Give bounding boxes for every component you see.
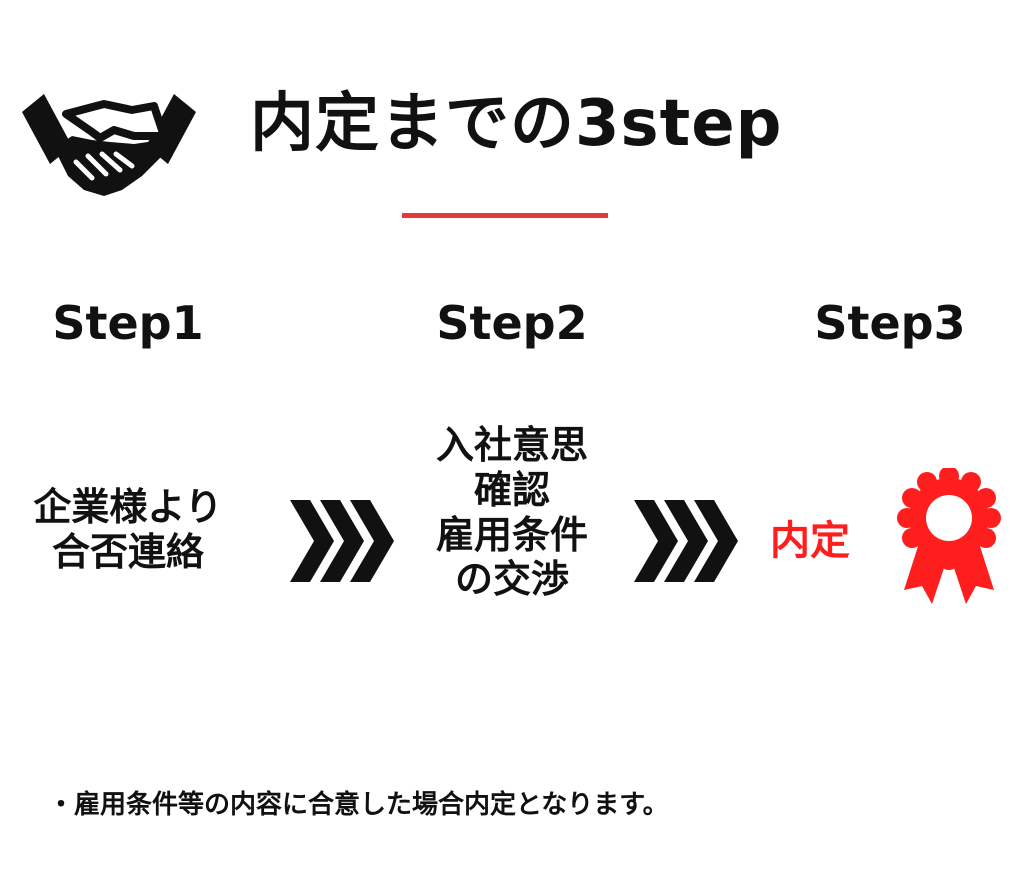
triple-chevron-right-icon: [634, 500, 738, 582]
footnote: ・雇用条件等の内容に合意した場合内定となります。: [48, 790, 669, 820]
step2-description: 入社意思 確認 雇用条件 の交渉: [382, 423, 642, 602]
step3-label: Step3: [814, 296, 966, 350]
step1-line-1: 企業様より: [33, 485, 223, 529]
step2-line-1: 入社意思: [435, 423, 588, 467]
handshake-icon: [22, 94, 196, 196]
step2-label: Step2: [436, 296, 588, 350]
step2-line-2: 確認: [473, 467, 550, 512]
step1-description: 企業様より 合否連絡: [0, 485, 258, 575]
step3-result: 内定: [770, 518, 850, 564]
triple-chevron-right-icon: [290, 500, 394, 582]
step1-label: Step1: [52, 296, 204, 350]
step2-line-4: の交渉: [454, 557, 569, 602]
step2-line-3: 雇用条件: [435, 512, 588, 557]
title-underline: [402, 213, 608, 218]
step1-line-2: 合否連絡: [51, 529, 204, 574]
page-title: 内定までの3step: [250, 87, 783, 161]
award-ribbon-icon: [897, 468, 1001, 604]
